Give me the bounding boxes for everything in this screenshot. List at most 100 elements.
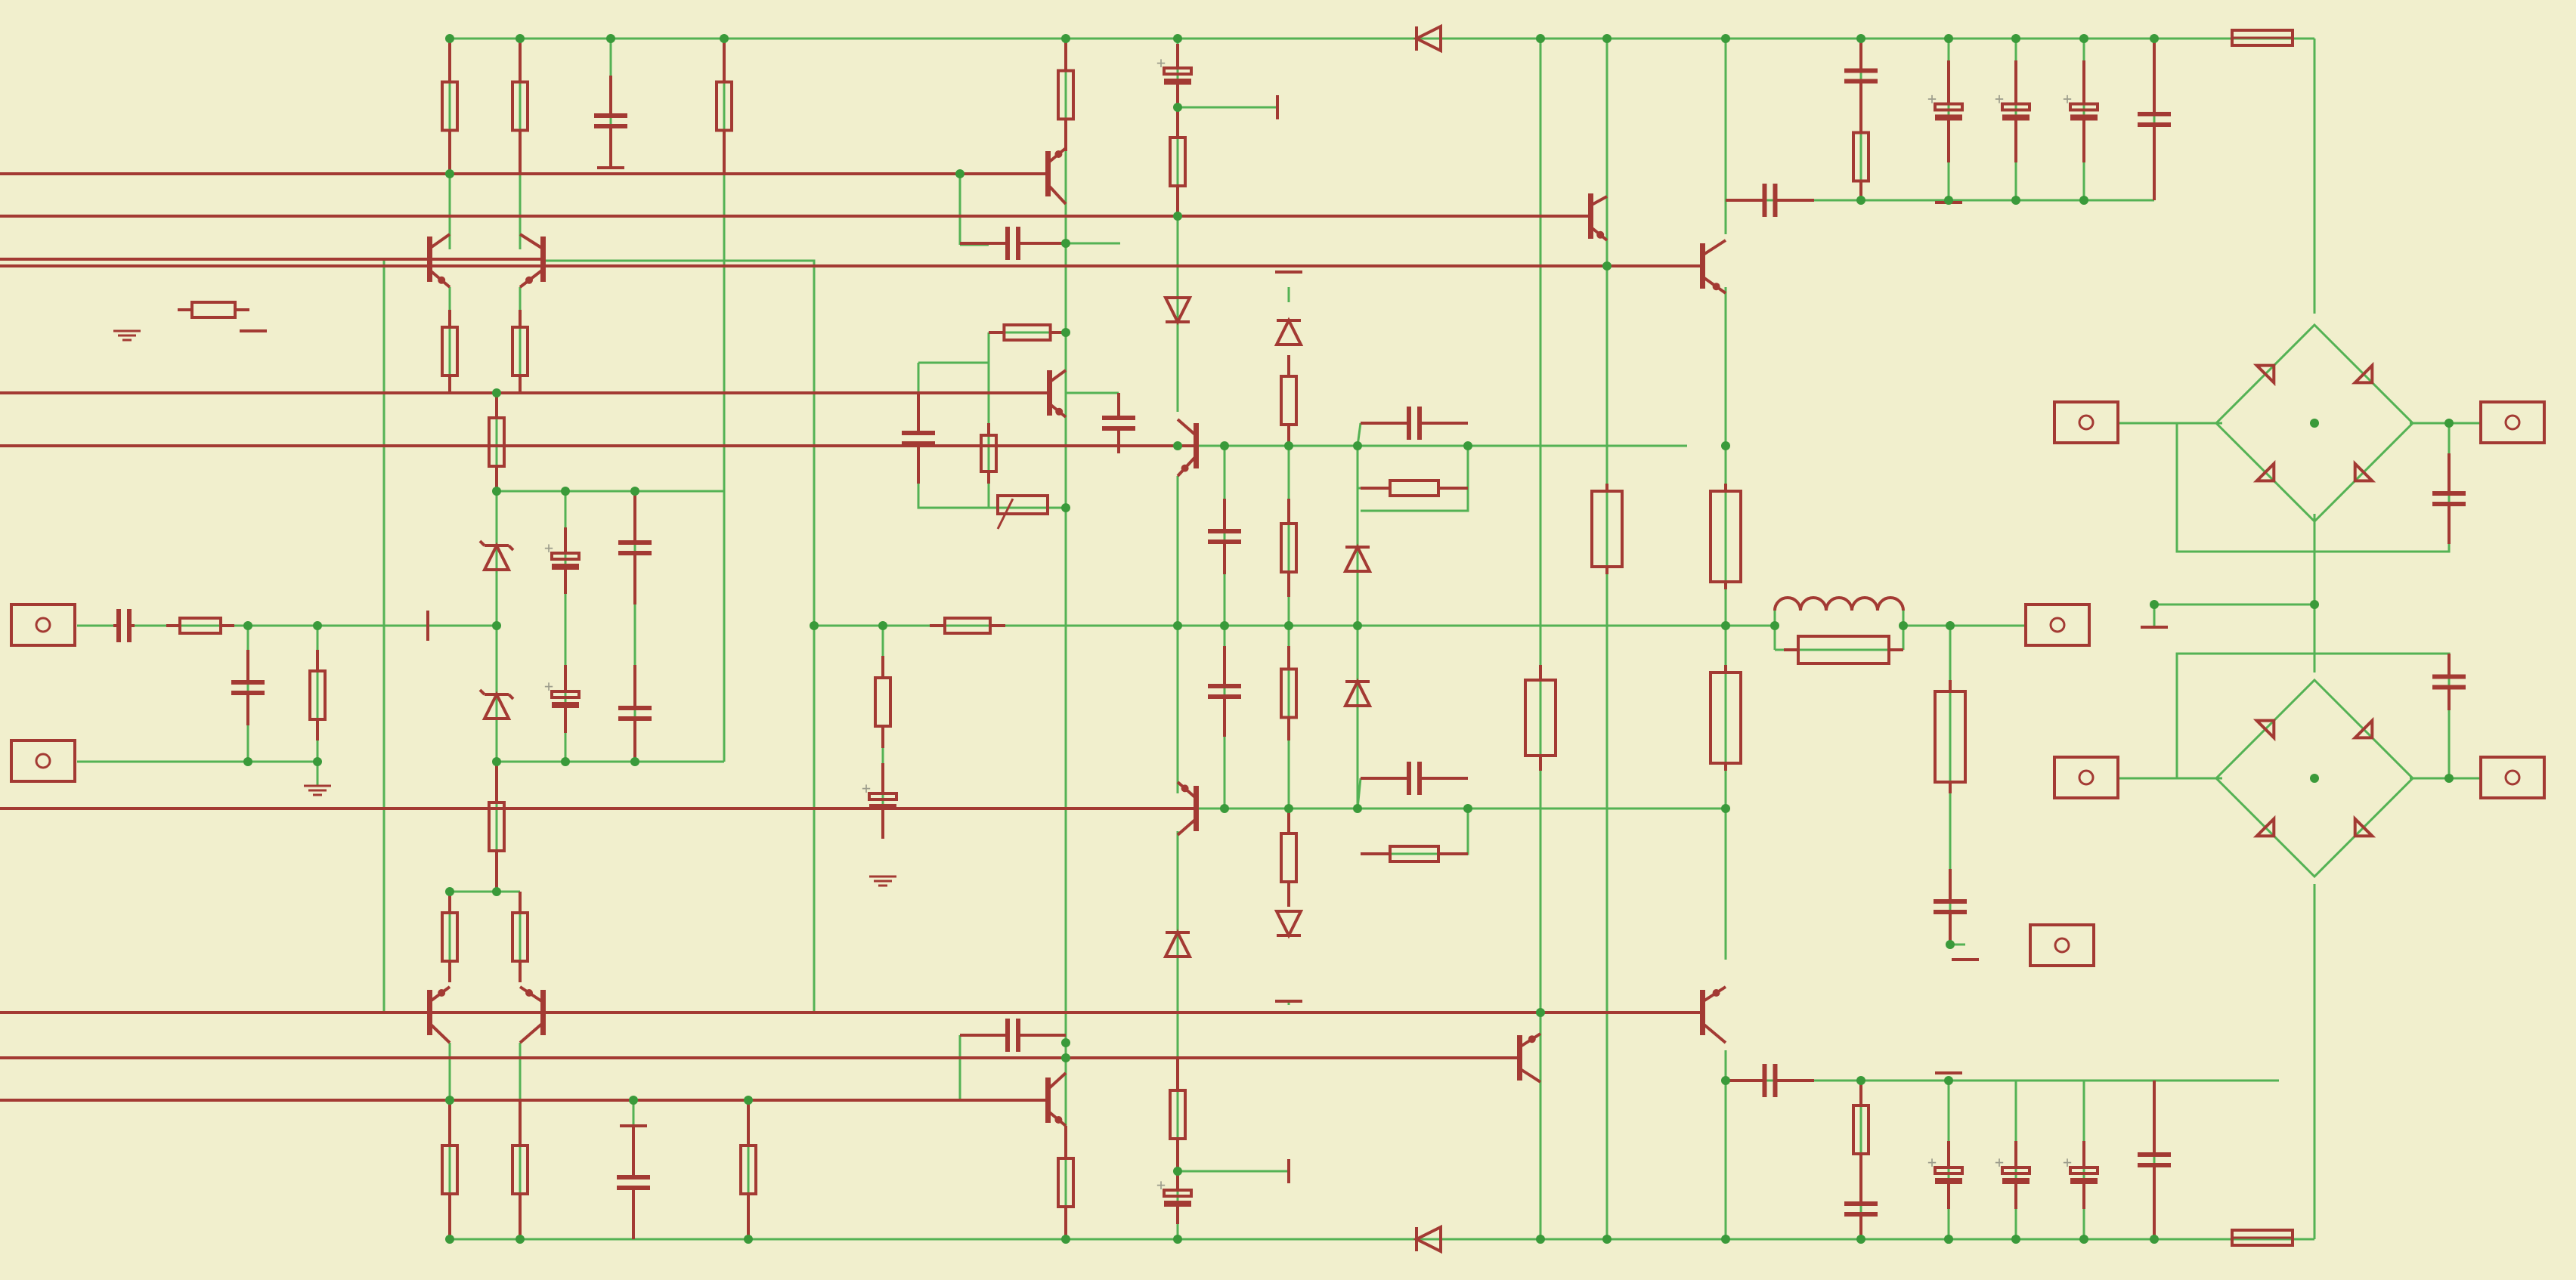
junction-dot: [720, 34, 729, 43]
labels: +++++++++++: [544, 54, 2072, 1194]
junction-dot: [492, 757, 501, 766]
plus-mark: +: [1927, 1153, 1937, 1171]
r15-resistor: [874, 656, 892, 748]
r25-resistor: [1280, 355, 1298, 446]
f2-fuse: [2231, 1229, 2294, 1247]
c4-electrolytic-capacitor: [550, 665, 581, 733]
junction-dot: [1353, 621, 1362, 630]
junction-dot: [1463, 441, 1472, 450]
p1-trimmer: [996, 494, 1049, 530]
c28-electrolytic-capacitor: [2001, 60, 2031, 162]
junction-dot: [2310, 419, 2319, 428]
junction-dot: [2079, 34, 2088, 43]
wire: [2175, 423, 2451, 553]
junction-dot: [630, 757, 639, 766]
junction-dot: [1946, 621, 1955, 630]
bridge-rectifier-1: [2214, 323, 2415, 524]
ingnd-connector[interactable]: [10, 739, 76, 783]
junction-dot: [1770, 621, 1779, 630]
plus-mark: +: [544, 677, 553, 695]
junction-dot: [1173, 1167, 1182, 1176]
junction-dot: [1944, 1076, 1953, 1085]
c32-capacitor: [2432, 453, 2466, 544]
junction-dot: [1856, 196, 1865, 205]
junction-dot: [1602, 1235, 1612, 1244]
wire: [1356, 778, 1362, 809]
junction-dot: [1602, 261, 1612, 271]
junction-dot: [1061, 34, 1070, 43]
junction-dot: [1353, 804, 1362, 813]
r37-resistor: [178, 301, 249, 319]
junction-dot: [606, 34, 615, 43]
junction-dot: [1061, 328, 1070, 337]
junction-dot: [2150, 1235, 2159, 1244]
c20-capacitor: [960, 227, 1066, 260]
sec1a-connector[interactable]: [2053, 400, 2119, 444]
wire: [917, 484, 989, 509]
junction-dot: [1536, 34, 1545, 43]
c34-capacitor: [2138, 1081, 2171, 1239]
r8-resistor: [511, 310, 529, 393]
c9-capacitor: [1361, 407, 1468, 440]
sec1b-connector[interactable]: [2479, 400, 2546, 444]
d9-diode: [1342, 543, 1373, 573]
junction-dot: [1061, 1235, 1070, 1244]
c16-capacitor: [1208, 646, 1241, 737]
junction-dot: [561, 487, 570, 496]
t13-transistor: [0, 985, 1727, 1044]
out-connector[interactable]: [2024, 603, 2091, 647]
r16-resistor: [980, 423, 998, 484]
in-connector[interactable]: [10, 603, 76, 647]
c31-electrolytic-capacitor: [2069, 1141, 2099, 1209]
c6-capacitor: [1208, 499, 1241, 574]
junction-dot: [1856, 1235, 1865, 1244]
junction-dot: [1721, 804, 1730, 813]
wire: [2175, 652, 2451, 778]
c2-capacitor: [231, 650, 265, 725]
c24-capacitor: [618, 491, 652, 604]
junction-dot: [445, 1235, 454, 1244]
junction-dot: [955, 169, 964, 178]
c23-capacitor: [594, 76, 627, 166]
outgnd-connector[interactable]: [2029, 923, 2095, 967]
agnd-symbol: [304, 784, 331, 796]
junction-dot: [2011, 1235, 2020, 1244]
junction-dot: [1061, 239, 1070, 248]
junction-dot: [1061, 1053, 1070, 1062]
junction-dot: [445, 1096, 454, 1105]
r7-resistor: [511, 892, 529, 982]
junction-dot: [1173, 103, 1182, 112]
junction-dot: [313, 621, 322, 630]
junction-dot: [2079, 1235, 2088, 1244]
c8-electrolytic-capacitor: [1163, 1171, 1193, 1224]
plus-mark: +: [862, 779, 871, 797]
junction-dot: [1284, 804, 1293, 813]
junction-dot: [2444, 419, 2454, 428]
r10-resistor: [308, 650, 327, 740]
t3-transistor: [0, 985, 451, 1044]
t10-transistor: [0, 193, 1608, 242]
junction-dot: [1173, 34, 1182, 43]
r36-resistor: [1280, 646, 1298, 740]
components: [0, 23, 2546, 1254]
r31-resistor: [1709, 665, 1742, 771]
plus-mark: +: [544, 539, 553, 557]
sec2b-connector[interactable]: [2479, 756, 2546, 799]
c19-capacitor: [1102, 393, 1135, 453]
c27-capacitor: [2138, 39, 2171, 200]
junction-dot: [1220, 441, 1229, 450]
t4-transistor: [0, 985, 546, 1044]
t12-transistor: [0, 239, 1727, 295]
sec2a-connector[interactable]: [2053, 756, 2119, 799]
r18-resistor: [1280, 499, 1298, 597]
r21-resistor: [1169, 107, 1187, 216]
junction-dot: [810, 621, 819, 630]
c18-capacitor: [1726, 1064, 1814, 1097]
junction-dot: [243, 757, 252, 766]
junction-dot: [1173, 621, 1182, 630]
d5-diode: [1274, 317, 1304, 346]
d1-diode: [1413, 23, 1442, 54]
junction-dot: [492, 621, 501, 630]
junction-dot: [1944, 1235, 1953, 1244]
